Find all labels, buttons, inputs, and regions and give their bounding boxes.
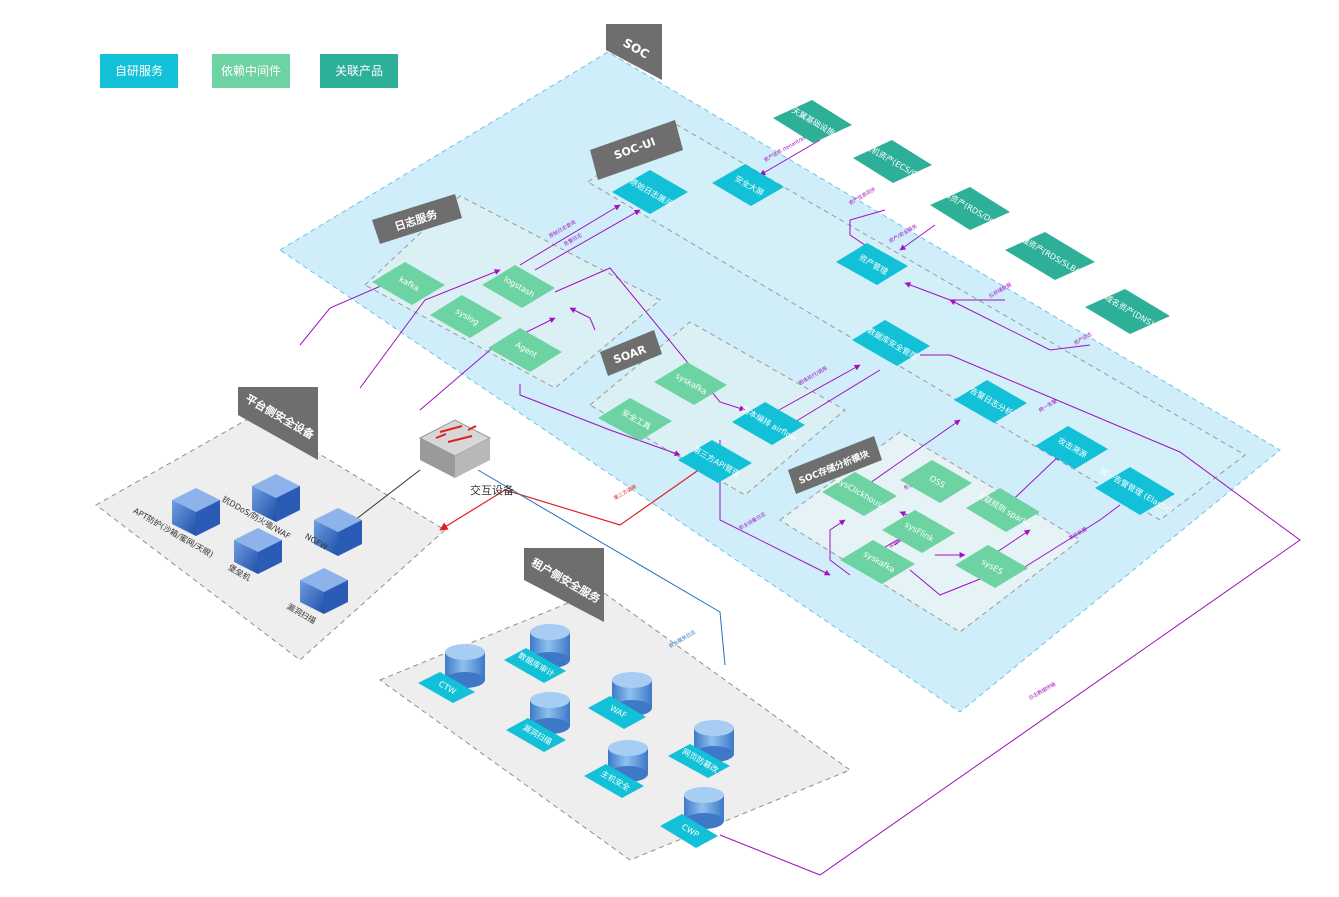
node-ten-host[interactable]: 主机安全 [584,740,648,798]
node-related-rds[interactable]: 云存储资产(RDS/SLB/OSS) [1005,226,1097,285]
middleware-nodes: kafka logstash syslog Agent syskafka 安全工… [372,262,1040,588]
node-related-external[interactable]: 天翼基础设施 [773,100,852,143]
legend-middleware-label: 依赖中间件 [220,64,281,78]
flow-label: 安全服务日志 [668,629,697,650]
node-related-ccos[interactable]: CCOS资产(RDS/Docker) [929,181,1014,236]
flow-label: 日志数据传输 [1028,681,1057,702]
flow-blue-line [477,469,726,666]
node-st-kafka[interactable]: syskafka [840,540,915,584]
flow-lines [299,139,1301,876]
node-ui-source[interactable]: 原始日志展示 [612,170,688,214]
node-log-syslog[interactable]: syslog [430,295,502,338]
node-ten-ctw[interactable]: CTW [418,644,485,703]
tenant-services-plane: 租户侧安全服务 [378,548,852,861]
node-soar-kafka[interactable]: syskafka [654,362,727,405]
node-ui-asset[interactable]: 资产管理 [836,243,908,285]
node-st-flink[interactable]: sysFlink [882,510,955,553]
switch-device[interactable]: 交互设备 [418,419,514,497]
legend-related-label: 关联产品 [334,64,383,78]
node-related-ecs[interactable]: 云主机资产(ECS/CAS) [853,137,932,186]
node-st-es[interactable]: sysES [955,545,1028,588]
node-log-kafka[interactable]: kafka [372,262,445,305]
node-soar-tools[interactable]: 安全工具 [598,398,672,441]
node-st-oss[interactable]: OSS [900,460,972,503]
soc-plane: SOC [279,24,1281,713]
node-ten-cwp[interactable]: CWP [660,787,724,848]
flow-black-line [354,469,421,521]
legend-self-dev: 自研服务 [100,54,178,88]
legend-related: 关联产品 [320,54,398,88]
switch-label: 交互设备 [470,483,514,497]
related-nodes: 天翼基础设施 云主机资产(ECS/CAS) CCOS资产(RDS/Docker)… [773,100,1170,334]
node-ui-security[interactable]: 安全大屏 [712,164,784,206]
legend-self-dev-label: 自研服务 [114,64,163,78]
node-related-dns[interactable]: 域名资产(DNS) [1085,289,1170,334]
node-ten-vuln[interactable]: 漏洞扫描 [506,692,570,752]
node-ten-web[interactable]: 网页防篡改 [668,720,734,778]
self-dev-nodes: 原始日志展示 安全大屏 资产管理 数据库安全管理 剧本编排 airflow 第三… [612,164,1175,515]
switch-arrows-icon [435,425,477,443]
tenant-service-nodes: CTW 数据库审计 WAF 漏洞扫描 主机安全 [418,624,734,848]
flow-red-line [439,454,721,531]
legend-middleware: 依赖中间件 [212,54,290,88]
node-st-event[interactable]: 攻击溯源 [1035,426,1108,469]
node-log-logstash[interactable]: logstash [482,265,555,308]
node-ten-waf[interactable]: WAF [588,672,652,729]
node-log-agent[interactable]: Agent [488,328,562,372]
soc-ui-plane: SOC-UI [587,120,1246,521]
flow-label: 第三方调用 [613,483,638,502]
server-icon[interactable]: 抗DDoS/防火墙/WAF [221,474,300,541]
